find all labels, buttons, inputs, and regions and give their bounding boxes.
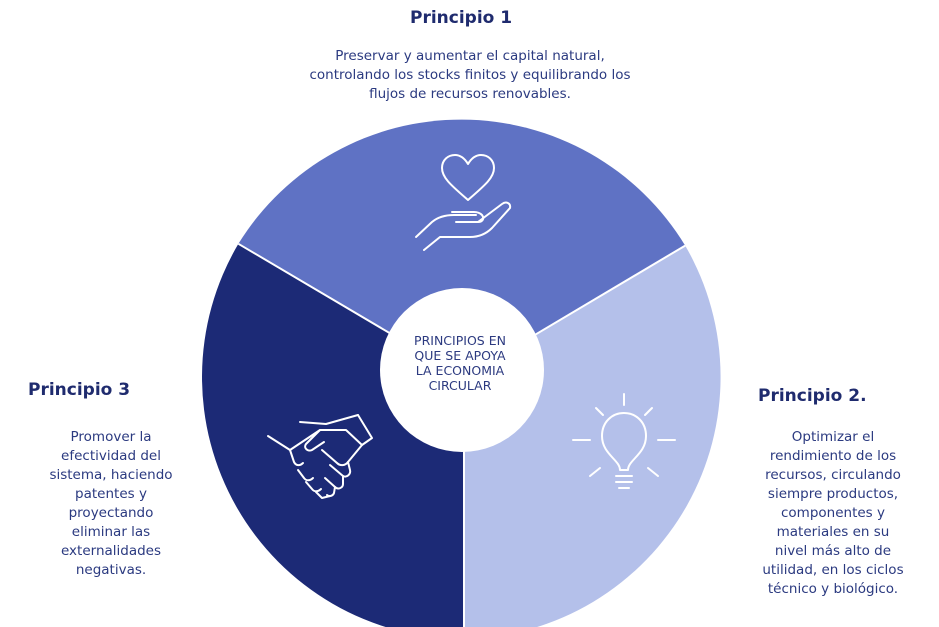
principio-2-description: Optimizar el rendimiento de los recursos… xyxy=(728,428,938,599)
principio-2-heading: Principio 2. xyxy=(758,386,867,406)
center-label: PRINCIPIOS EN QUE SE APOYA LA ECONOMIA C… xyxy=(390,333,530,393)
center-label-line: PRINCIPIOS EN xyxy=(414,333,506,348)
principio-2-line: componentes y xyxy=(781,505,885,521)
principio-2-line: Optimizar el xyxy=(791,429,875,445)
principio-1-heading: Principio 1 xyxy=(410,8,513,28)
handshake-icon xyxy=(267,414,373,499)
heart-hand-icon xyxy=(415,154,512,251)
principio-3-line: efectividad del xyxy=(61,448,161,464)
principio-3-line: patentes y xyxy=(75,486,147,502)
principio-3-line: proyectando xyxy=(68,505,154,521)
principio-2-line: utilidad, en los ciclos xyxy=(762,562,904,578)
principio-2-line: materiales en su xyxy=(776,524,890,540)
principio-1-description: Preservar y aumentar el capital natural,… xyxy=(250,47,690,104)
center-label-line: LA ECONOMIA xyxy=(415,363,505,378)
principio-3-line: eliminar las xyxy=(71,524,151,540)
principio-2-line: técnico y biológico. xyxy=(767,581,899,597)
principio-2-line: rendimiento de los xyxy=(769,448,897,464)
principio-3-line: negativas. xyxy=(75,562,147,578)
principio-3-heading: Principio 3 xyxy=(28,380,131,400)
principio-2-line: siempre productos, xyxy=(767,486,899,502)
principio-3-line: externalidades xyxy=(60,543,162,559)
principio-1-line: flujos de recursos renovables. xyxy=(369,86,571,102)
center-label-line: QUE SE APOYA xyxy=(414,348,506,363)
center-circle xyxy=(380,288,544,452)
segment-principio-1 xyxy=(238,119,686,377)
principio-3-line: Promover la xyxy=(70,429,152,445)
center-label-line: CIRCULAR xyxy=(428,378,492,393)
lightbulb-icon xyxy=(572,393,676,489)
principio-3-description: Promover la efectividad del sistema, hac… xyxy=(16,428,206,580)
principio-1-line: Preservar y aumentar el capital natural, xyxy=(335,48,605,64)
principio-2-line: recursos, circulando xyxy=(765,467,901,483)
principio-1-line: controlando los stocks finitos y equilib… xyxy=(309,67,631,83)
principio-3-line: sistema, haciendo xyxy=(49,467,173,483)
principio-2-line: nivel más alto de xyxy=(774,543,892,559)
